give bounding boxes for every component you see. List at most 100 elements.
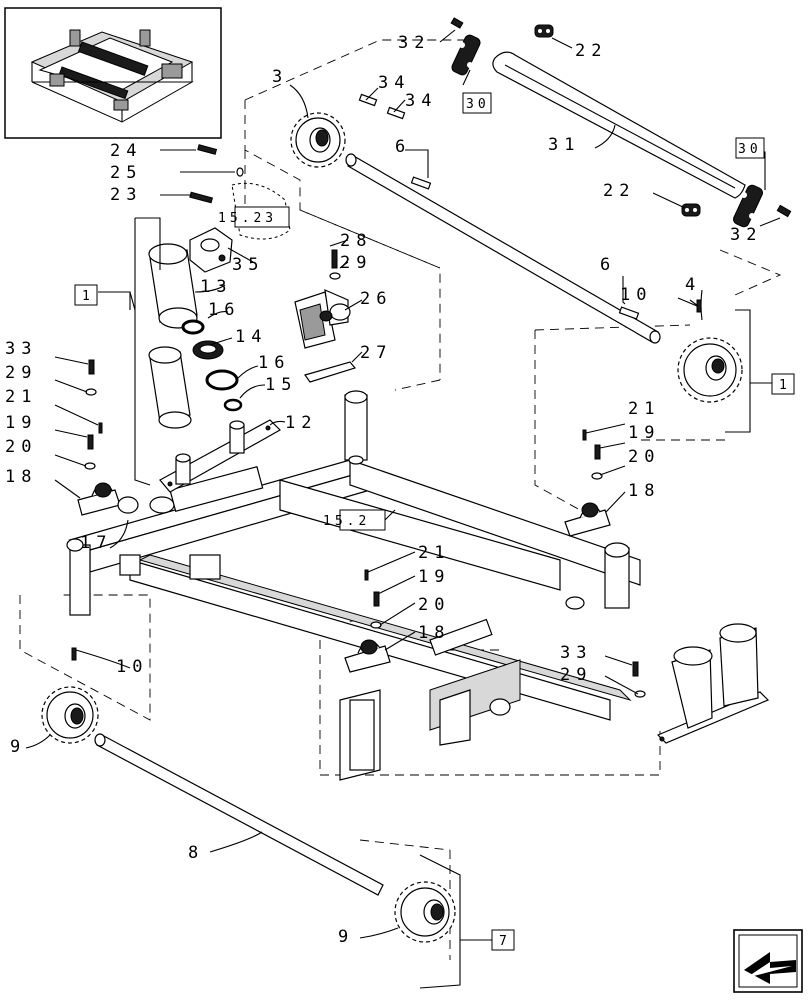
callout-9-left: 9 xyxy=(10,737,26,757)
callout-12: 12 xyxy=(285,413,317,433)
sprocket-front-left xyxy=(41,686,99,744)
callout-3: 3 xyxy=(272,67,288,87)
chain-slat xyxy=(492,51,746,199)
callout-22-top: 22 xyxy=(575,41,607,61)
machine-overview-thumbnail xyxy=(4,7,222,139)
svg-text:30: 30 xyxy=(738,142,762,157)
callout-34-b: 34 xyxy=(405,91,437,111)
callout-19-left: 19 xyxy=(5,413,37,433)
block-35 xyxy=(189,227,233,273)
callout-20-middle: 20 xyxy=(418,595,450,615)
connector-link-top xyxy=(534,24,554,38)
plate-12 xyxy=(159,419,281,493)
sprocket-top-right xyxy=(677,337,743,403)
callout-32-right: 32 xyxy=(730,225,762,245)
callout-20-right: 20 xyxy=(628,447,660,467)
callout-21-right: 21 xyxy=(628,399,660,419)
callout-25: 25 xyxy=(110,163,142,183)
callout-8: 8 xyxy=(188,843,204,863)
callout-29-right: 29 xyxy=(560,665,592,685)
callout-28: 28 xyxy=(340,231,372,251)
callout-9-right: 9 xyxy=(338,927,354,947)
callout-10-top: 10 xyxy=(620,285,652,305)
callout-20-left: 20 xyxy=(5,437,37,457)
fasteners-33-right xyxy=(632,661,646,698)
svg-text:15.2: 15.2 xyxy=(323,514,370,529)
svg-text:7: 7 xyxy=(499,934,511,949)
callout-23: 23 xyxy=(110,185,142,205)
callout-18-left: 18 xyxy=(5,467,37,487)
bolt-32-top xyxy=(450,17,464,29)
tensioner-assembly xyxy=(148,144,291,493)
bolt-32-right xyxy=(776,204,792,218)
key-6b xyxy=(618,306,640,320)
callout-32-top: 32 xyxy=(398,33,430,53)
front-drive-shaft xyxy=(94,733,384,896)
callout-34-a: 34 xyxy=(378,73,410,93)
callout-19-right: 19 xyxy=(628,423,660,443)
callout-10-front: 10 xyxy=(116,657,148,677)
callout-21-left: 21 xyxy=(5,387,37,407)
callout-15: 15 xyxy=(265,375,297,395)
ref-box-15-2: 15.2 xyxy=(323,509,386,531)
plate-27 xyxy=(304,361,357,383)
callout-35: 35 xyxy=(232,255,264,275)
key-6a xyxy=(410,176,432,190)
washer-29-top xyxy=(329,272,341,280)
bearing-unit-18-left xyxy=(77,482,139,516)
bolt-28 xyxy=(331,249,338,269)
svg-text:15.23: 15.23 xyxy=(218,211,277,226)
callout-30-right: 30 xyxy=(735,137,765,159)
pin-10-front xyxy=(71,647,77,661)
callout-18-middle: 18 xyxy=(418,623,450,643)
callout-30-top: 30 xyxy=(462,92,492,114)
callout-27: 27 xyxy=(360,343,392,363)
callout-24: 24 xyxy=(110,141,142,161)
callout-17: 17 xyxy=(80,533,112,553)
callout-6-right: 6 xyxy=(600,255,616,275)
callout-13: 13 xyxy=(200,277,232,297)
callout-29-top: 29 xyxy=(340,253,372,273)
callout-33-left: 33 xyxy=(5,339,37,359)
callout-4: 4 xyxy=(685,275,701,295)
callout-33-right: 33 xyxy=(560,643,592,663)
callout-16-bottom: 16 xyxy=(258,353,290,373)
callout-22-right: 22 xyxy=(603,181,635,201)
svg-text:1: 1 xyxy=(779,378,791,393)
chain-link-top xyxy=(451,34,481,76)
callout-6-top: 6 xyxy=(395,137,411,157)
roller-bottom xyxy=(148,346,192,429)
svg-text:30: 30 xyxy=(466,97,490,112)
cap-17 xyxy=(117,496,139,514)
right-roller-assembly xyxy=(656,623,770,744)
callout-21-middle: 21 xyxy=(418,543,450,563)
callout-16-top: 16 xyxy=(208,300,240,320)
sprocket-front-right xyxy=(394,881,456,943)
next-page-arrow-icon[interactable] xyxy=(733,929,803,993)
callout-numbers: 32 22 3 34 34 30 31 6 30 22 32 24 25 23 … xyxy=(5,33,795,951)
key-34a xyxy=(358,93,378,107)
bearing-unit-18-right xyxy=(564,502,611,537)
sprocket-top-left xyxy=(290,112,346,168)
callout-7: 7 xyxy=(491,929,515,951)
fasteners-left xyxy=(84,359,103,470)
bracket-26 xyxy=(294,289,351,349)
callout-14: 14 xyxy=(235,327,267,347)
callout-19-middle: 19 xyxy=(418,567,450,587)
key-34b xyxy=(386,106,406,120)
callout-1-right: 1 xyxy=(771,373,795,395)
connector-link-right xyxy=(681,203,701,217)
main-frame xyxy=(66,390,641,781)
callout-1-top: 1 xyxy=(74,284,98,306)
svg-text:1: 1 xyxy=(82,289,94,304)
chain-link-right xyxy=(733,184,763,228)
callout-29-left: 29 xyxy=(5,363,37,383)
callout-31: 31 xyxy=(548,135,580,155)
bearing-unit-18-middle xyxy=(344,639,391,673)
ref-box-15-23: 15.23 xyxy=(218,206,290,228)
callout-26: 26 xyxy=(360,289,392,309)
rear-drive-shaft xyxy=(345,153,661,344)
callout-18-right: 18 xyxy=(628,481,660,501)
